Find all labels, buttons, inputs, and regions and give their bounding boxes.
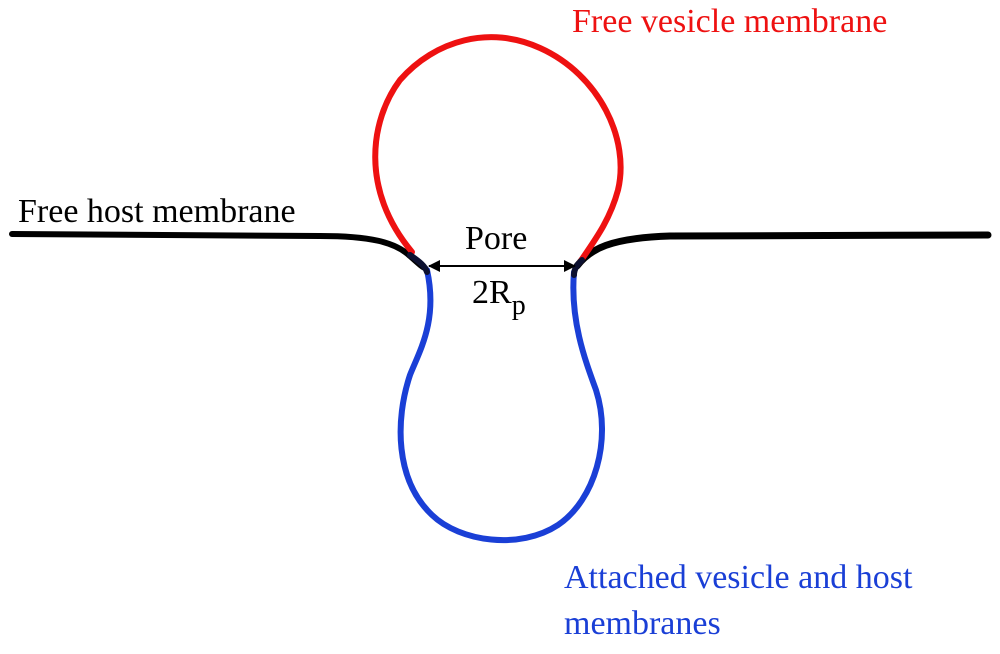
pore-neck-left: [407, 252, 430, 275]
free-host-membrane-right: [573, 231, 992, 270]
attached-membranes-label-line2: membranes: [564, 605, 721, 642]
attached-membranes: [397, 267, 605, 543]
pore-neck-right: [571, 257, 585, 278]
free-host-membrane-label: Free host membrane: [18, 193, 296, 230]
pore-label: Pore: [465, 220, 527, 257]
pore-size-subscript: p: [512, 290, 526, 321]
pore-size-main: 2R: [472, 274, 512, 311]
free-vesicle-membrane-label: Free vesicle membrane: [572, 3, 887, 40]
free-vesicle-membrane: [372, 34, 624, 265]
attached-membranes-label-line1: Attached vesicle and host: [564, 559, 913, 596]
pore-size-label: 2Rp: [472, 274, 526, 321]
free-host-membrane-left: [9, 231, 428, 271]
